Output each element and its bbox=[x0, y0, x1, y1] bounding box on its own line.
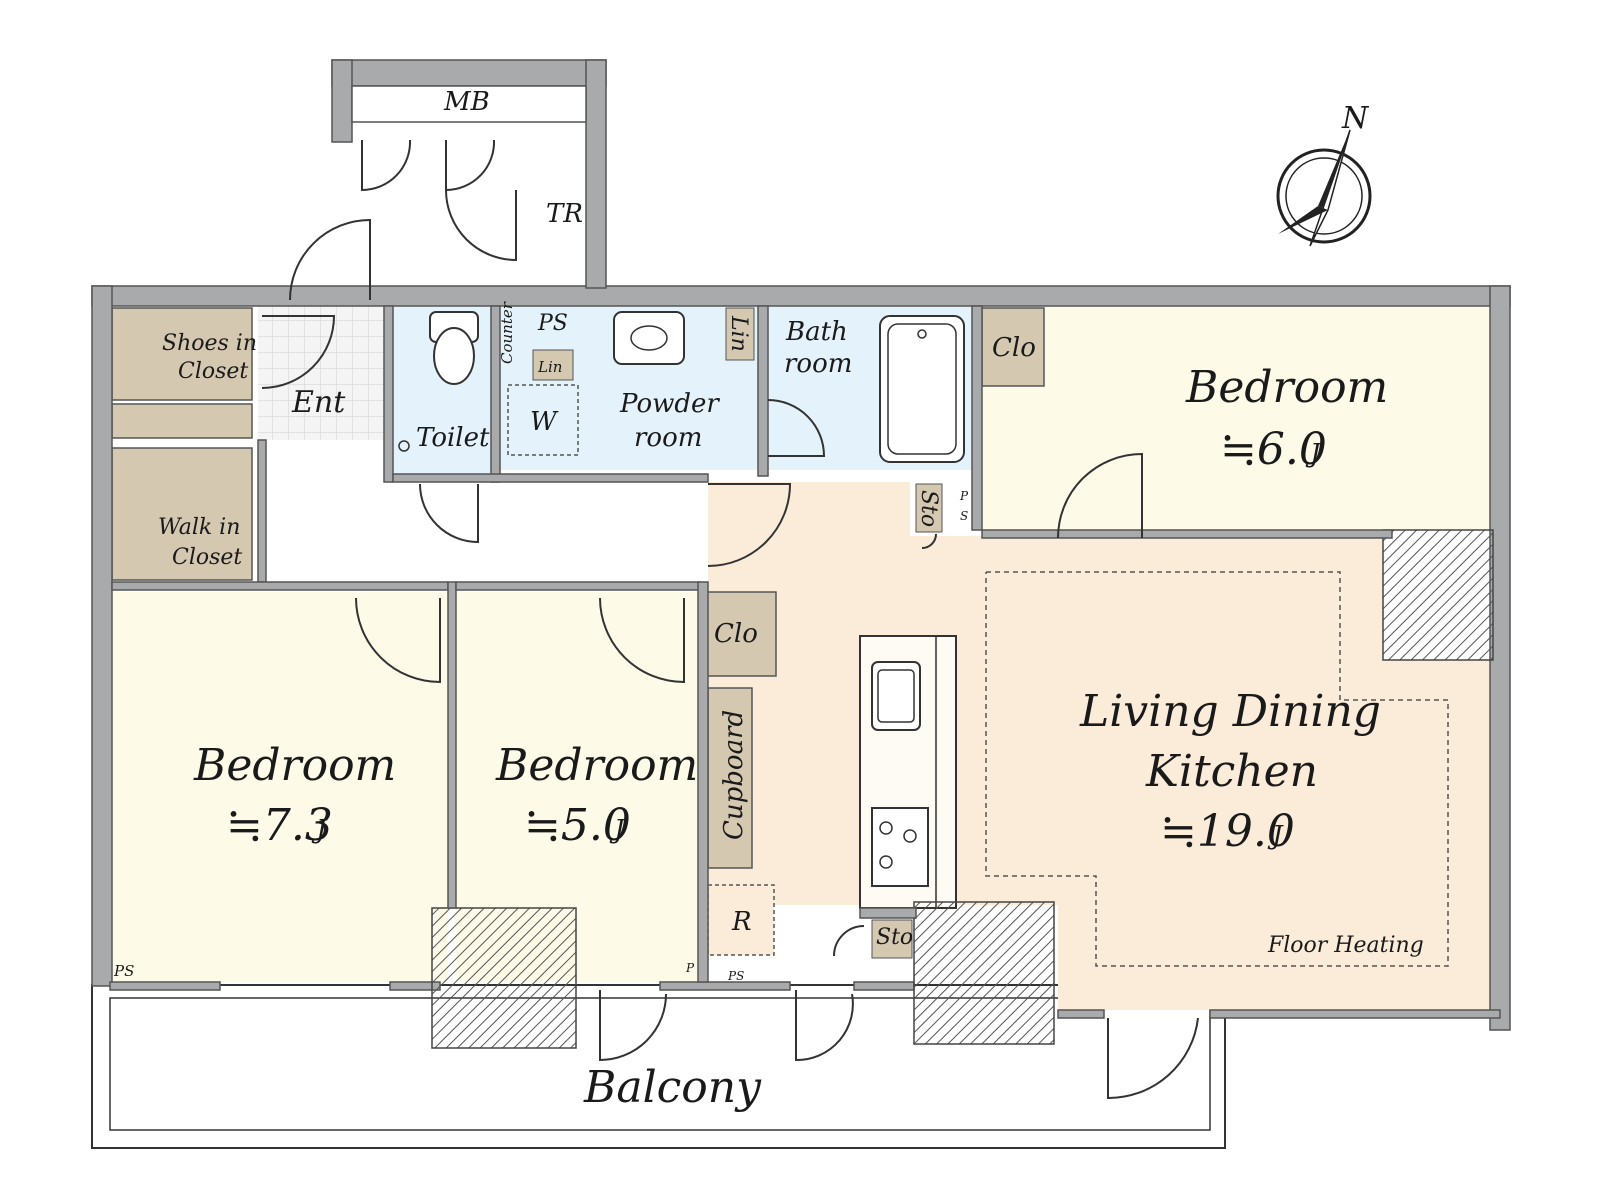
storage-blocks bbox=[111, 307, 1045, 959]
labels: MB TR Shoes in Closet Ent Walk in Closet… bbox=[113, 87, 1424, 1113]
label-balcony: Balcony bbox=[583, 1062, 762, 1113]
label-walk-in-1: Walk in bbox=[158, 515, 240, 540]
label-lin-2: Lin bbox=[726, 315, 751, 352]
washer-box bbox=[507, 384, 579, 456]
label-clo-ne: Clo bbox=[992, 333, 1036, 363]
label-mb: MB bbox=[443, 87, 490, 117]
label-cupboard: Cupboard bbox=[719, 710, 749, 840]
label-bedroom-ne-unit: J bbox=[1305, 439, 1322, 469]
label-shoes-closet-2: Closet bbox=[178, 359, 248, 384]
label-r: R bbox=[731, 907, 752, 937]
shoes-closet bbox=[111, 307, 253, 401]
label-bedroom-ne: Bedroom bbox=[1185, 362, 1388, 413]
bedroom-west-floor bbox=[110, 592, 448, 982]
label-bedroom-center-unit: J bbox=[609, 815, 626, 845]
hallway-floor bbox=[262, 482, 708, 590]
label-ldk-unit: J bbox=[1267, 821, 1284, 851]
lin-1 bbox=[532, 349, 574, 381]
compass-icon bbox=[1276, 129, 1372, 247]
label-bedroom-center-size: ≒5.0 bbox=[524, 800, 631, 851]
walk-in-closet bbox=[111, 447, 253, 581]
floor-heating-outline bbox=[985, 571, 1449, 967]
label-sto-2: Sto bbox=[876, 925, 913, 950]
lin-2 bbox=[725, 307, 755, 361]
label-lin-1: Lin bbox=[537, 358, 562, 376]
walls bbox=[91, 59, 1511, 1049]
label-bedroom-center: Bedroom bbox=[495, 740, 698, 791]
floor-areas bbox=[110, 306, 1494, 1010]
label-bedroom-west: Bedroom bbox=[193, 740, 396, 791]
label-ps-small-2: S bbox=[960, 509, 968, 523]
doors bbox=[261, 139, 1199, 1100]
label-sto-1: Sto bbox=[916, 490, 941, 527]
label-ps-west: PS bbox=[113, 962, 134, 980]
label-ps-small-3: P bbox=[685, 961, 695, 975]
label-ps-top: PS bbox=[537, 311, 568, 336]
column-1 bbox=[431, 907, 577, 1049]
kitchen-counter bbox=[859, 635, 957, 909]
label-bath-2: room bbox=[784, 349, 852, 379]
column-3 bbox=[1382, 529, 1494, 661]
label-counter: Counter bbox=[498, 301, 516, 364]
bathtub bbox=[879, 315, 965, 463]
column-2 bbox=[913, 901, 1055, 1045]
ldk-floor bbox=[708, 482, 1492, 1010]
bedroom-ne-floor bbox=[982, 306, 1494, 530]
label-ps-small-1: P bbox=[959, 489, 969, 503]
sto-1 bbox=[915, 483, 943, 533]
label-powder-2: room bbox=[634, 423, 702, 453]
label-ps-small-4: PS bbox=[727, 969, 744, 983]
stove bbox=[871, 807, 929, 887]
label-w: W bbox=[530, 407, 559, 437]
label-ent: Ent bbox=[291, 385, 346, 420]
clo-ne bbox=[981, 307, 1045, 387]
clo-center bbox=[699, 591, 777, 677]
refrigerator bbox=[707, 884, 775, 956]
label-north: N bbox=[1341, 101, 1370, 136]
label-powder-1: Powder bbox=[619, 389, 720, 419]
wash-basin bbox=[613, 311, 685, 365]
label-ldk-size: ≒19.0 bbox=[1160, 806, 1295, 857]
sto-2 bbox=[871, 919, 913, 959]
fixtures bbox=[398, 311, 965, 463]
label-bath-1: Bath bbox=[785, 317, 848, 347]
label-shoes-closet-1: Shoes in bbox=[162, 331, 257, 356]
label-clo-center: Clo bbox=[714, 619, 758, 649]
label-toilet: Toilet bbox=[416, 423, 490, 453]
toilet-bowl bbox=[429, 311, 479, 385]
label-bedroom-ne-size: ≒6.0 bbox=[1220, 424, 1327, 475]
entrance-floor bbox=[258, 306, 384, 440]
label-tr: TR bbox=[546, 199, 583, 229]
label-bedroom-west-unit: J bbox=[311, 815, 328, 845]
label-bedroom-west-size: ≒7.3 bbox=[226, 800, 333, 851]
label-ldk-2: Kitchen bbox=[1145, 746, 1318, 797]
label-walk-in-2: Closet bbox=[172, 545, 242, 570]
label-floor-heating: Floor Heating bbox=[1267, 933, 1424, 958]
label-ldk-1: Living Dining bbox=[1079, 686, 1381, 737]
sink bbox=[871, 661, 921, 731]
